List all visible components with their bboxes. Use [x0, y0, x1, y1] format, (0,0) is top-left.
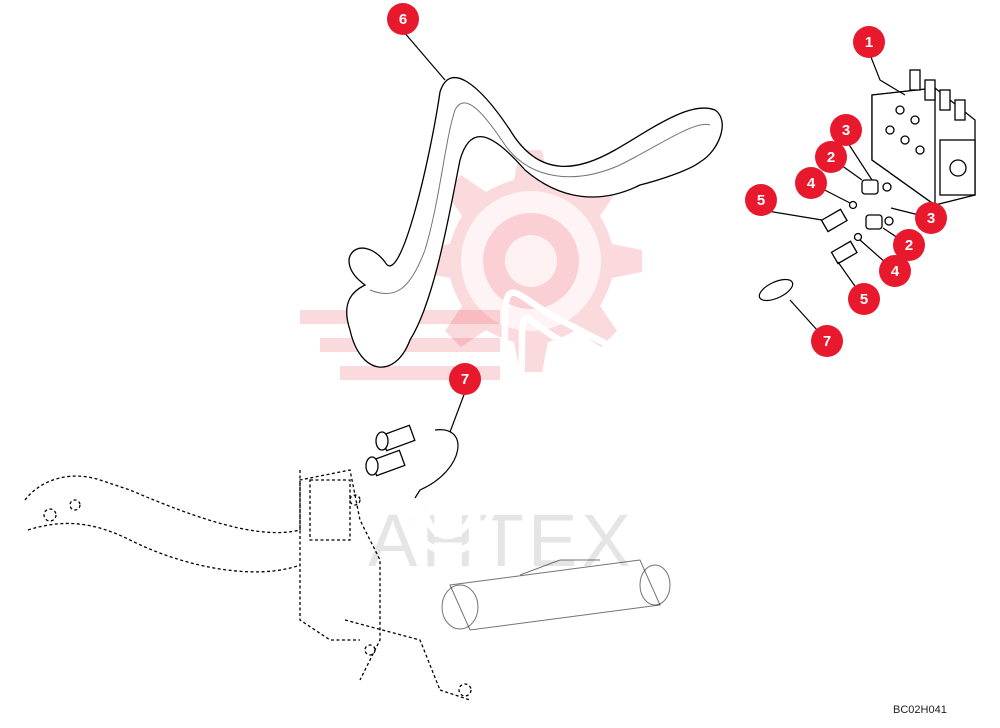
- control-valve-1: [871, 69, 976, 207]
- svg-text:7: 7: [461, 371, 469, 388]
- watermark-gear-logo: [300, 150, 642, 380]
- diagram-code: BC02H041: [893, 704, 947, 716]
- hose-6: [346, 76, 723, 368]
- svg-text:4: 4: [807, 175, 816, 192]
- watermark-text: AHTEX: [368, 499, 635, 582]
- svg-text:6: 6: [399, 11, 407, 28]
- cable-tie-7: [414, 278, 794, 499]
- callout-7a: 7: [449, 363, 481, 395]
- svg-text:1: 1: [865, 34, 873, 51]
- svg-text:3: 3: [842, 122, 850, 139]
- callout-3a: 3: [830, 114, 862, 146]
- svg-text:2: 2: [905, 237, 913, 254]
- callout-6: 6: [387, 3, 419, 35]
- callout-3b: 3: [915, 202, 947, 234]
- svg-text:2: 2: [827, 149, 835, 166]
- machine-frame-phantom: [24, 469, 472, 701]
- fittings-2-3-4: [848, 179, 894, 242]
- svg-text:5: 5: [757, 192, 765, 209]
- callout-1: 1: [853, 26, 885, 58]
- hose-5-pair: [365, 208, 858, 555]
- svg-text:5: 5: [860, 291, 868, 308]
- callouts: 1 2 2 3 3 4 4 5 5 6 7 7: [387, 3, 947, 395]
- svg-text:7: 7: [823, 333, 831, 350]
- callout-5a: 5: [745, 184, 777, 216]
- svg-text:4: 4: [891, 263, 900, 280]
- callout-4a: 4: [795, 167, 827, 199]
- cylinder-faint: [441, 559, 671, 631]
- svg-text:3: 3: [927, 210, 935, 227]
- callout-2b: 2: [893, 229, 925, 261]
- callout-5b: 5: [848, 283, 880, 315]
- callout-4b: 4: [879, 255, 911, 287]
- callout-7b: 7: [811, 325, 843, 357]
- callout-2a: 2: [815, 141, 847, 173]
